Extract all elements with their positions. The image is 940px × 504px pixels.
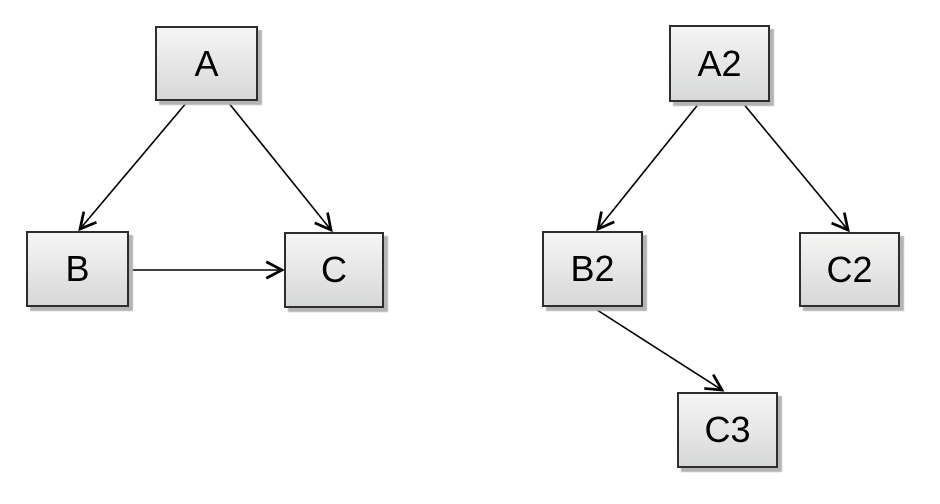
edges-group (78, 101, 850, 392)
node-B2: B2 (542, 231, 643, 307)
node-C3: C3 (677, 392, 778, 468)
edge-B2-to-C3 (593, 307, 725, 392)
node-label-A: A (194, 42, 219, 84)
node-B: B (26, 231, 129, 307)
node-label-A2: A2 (697, 42, 742, 84)
edge-A-to-C (227, 101, 333, 233)
node-A: A (155, 26, 258, 101)
node-label-C2: C2 (826, 248, 873, 290)
node-label-B: B (65, 248, 90, 289)
edge-A2-to-B2 (596, 101, 701, 232)
node-A2: A2 (669, 25, 770, 102)
node-label-B2: B2 (570, 248, 615, 289)
edge-A2-to-C2 (741, 101, 850, 233)
node-label-C3: C3 (704, 409, 751, 450)
node-C2: C2 (799, 232, 900, 307)
node-C: C (284, 232, 384, 308)
node-label-C: C (321, 249, 347, 290)
edge-A-to-B (78, 101, 188, 232)
